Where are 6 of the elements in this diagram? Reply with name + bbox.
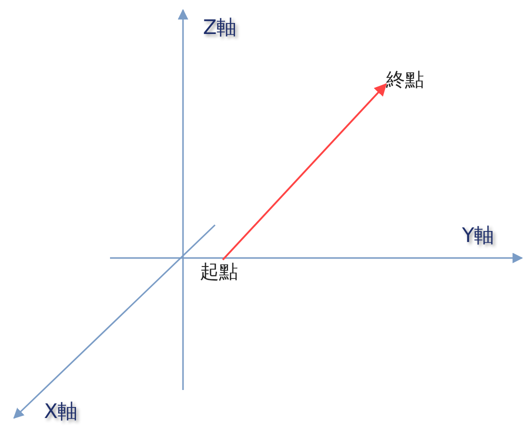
axis-label: Z軸 [203,14,237,40]
point-label: 終點 [386,67,424,93]
axis-label: X軸 [44,398,78,424]
point-label: 起點 [200,259,238,285]
axis-label: Y軸 [462,222,494,248]
arrow [222,83,387,260]
